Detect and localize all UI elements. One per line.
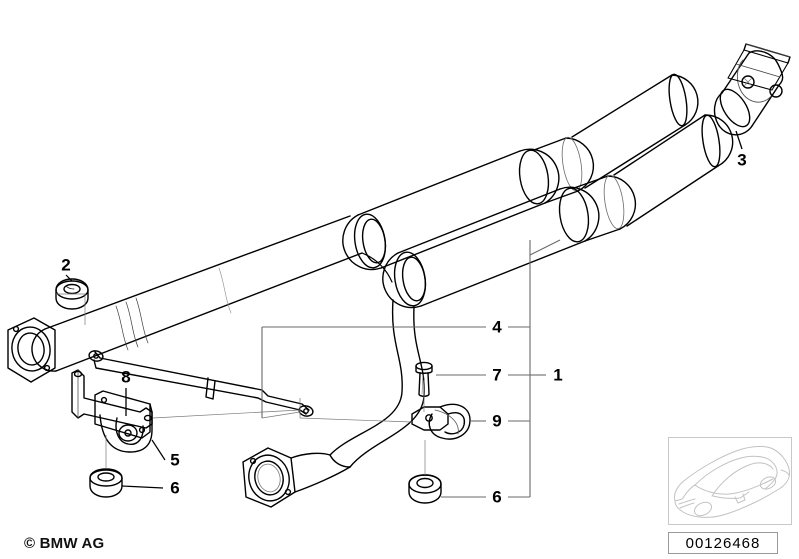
exhaust-pipe-clamp-part bbox=[713, 43, 791, 136]
callout-6-right[interactable]: 6 bbox=[492, 487, 502, 507]
vehicle-thumbnail bbox=[668, 437, 792, 525]
center-silencer-lower bbox=[382, 114, 734, 309]
callout-4[interactable]: 4 bbox=[492, 317, 502, 337]
mounting-bracket-assembly bbox=[71, 369, 153, 498]
callout-5[interactable]: 5 bbox=[170, 450, 180, 470]
hex-bolt-part bbox=[415, 361, 433, 397]
vehicle-silhouette-icon bbox=[674, 446, 790, 518]
mid-pipe-connector bbox=[361, 252, 393, 283]
callout-6-left[interactable]: 6 bbox=[170, 478, 180, 498]
leader-lines bbox=[56, 130, 743, 498]
center-silencer-upper bbox=[342, 73, 699, 271]
callout-3[interactable]: 3 bbox=[737, 150, 747, 170]
callout-9[interactable]: 9 bbox=[492, 411, 502, 431]
pipe-holder-clamp-part bbox=[411, 403, 471, 440]
diagram-number: 00126468 bbox=[668, 532, 778, 554]
callout-7[interactable]: 7 bbox=[492, 365, 502, 385]
callout-8[interactable]: 8 bbox=[121, 367, 131, 387]
rubber-grommet-bottom bbox=[408, 474, 442, 504]
callout-2[interactable]: 2 bbox=[61, 255, 71, 275]
front-pipe-left bbox=[7, 215, 363, 383]
callout-1[interactable]: 1 bbox=[553, 365, 563, 385]
copyright-notice: © BMW AG bbox=[24, 535, 105, 552]
